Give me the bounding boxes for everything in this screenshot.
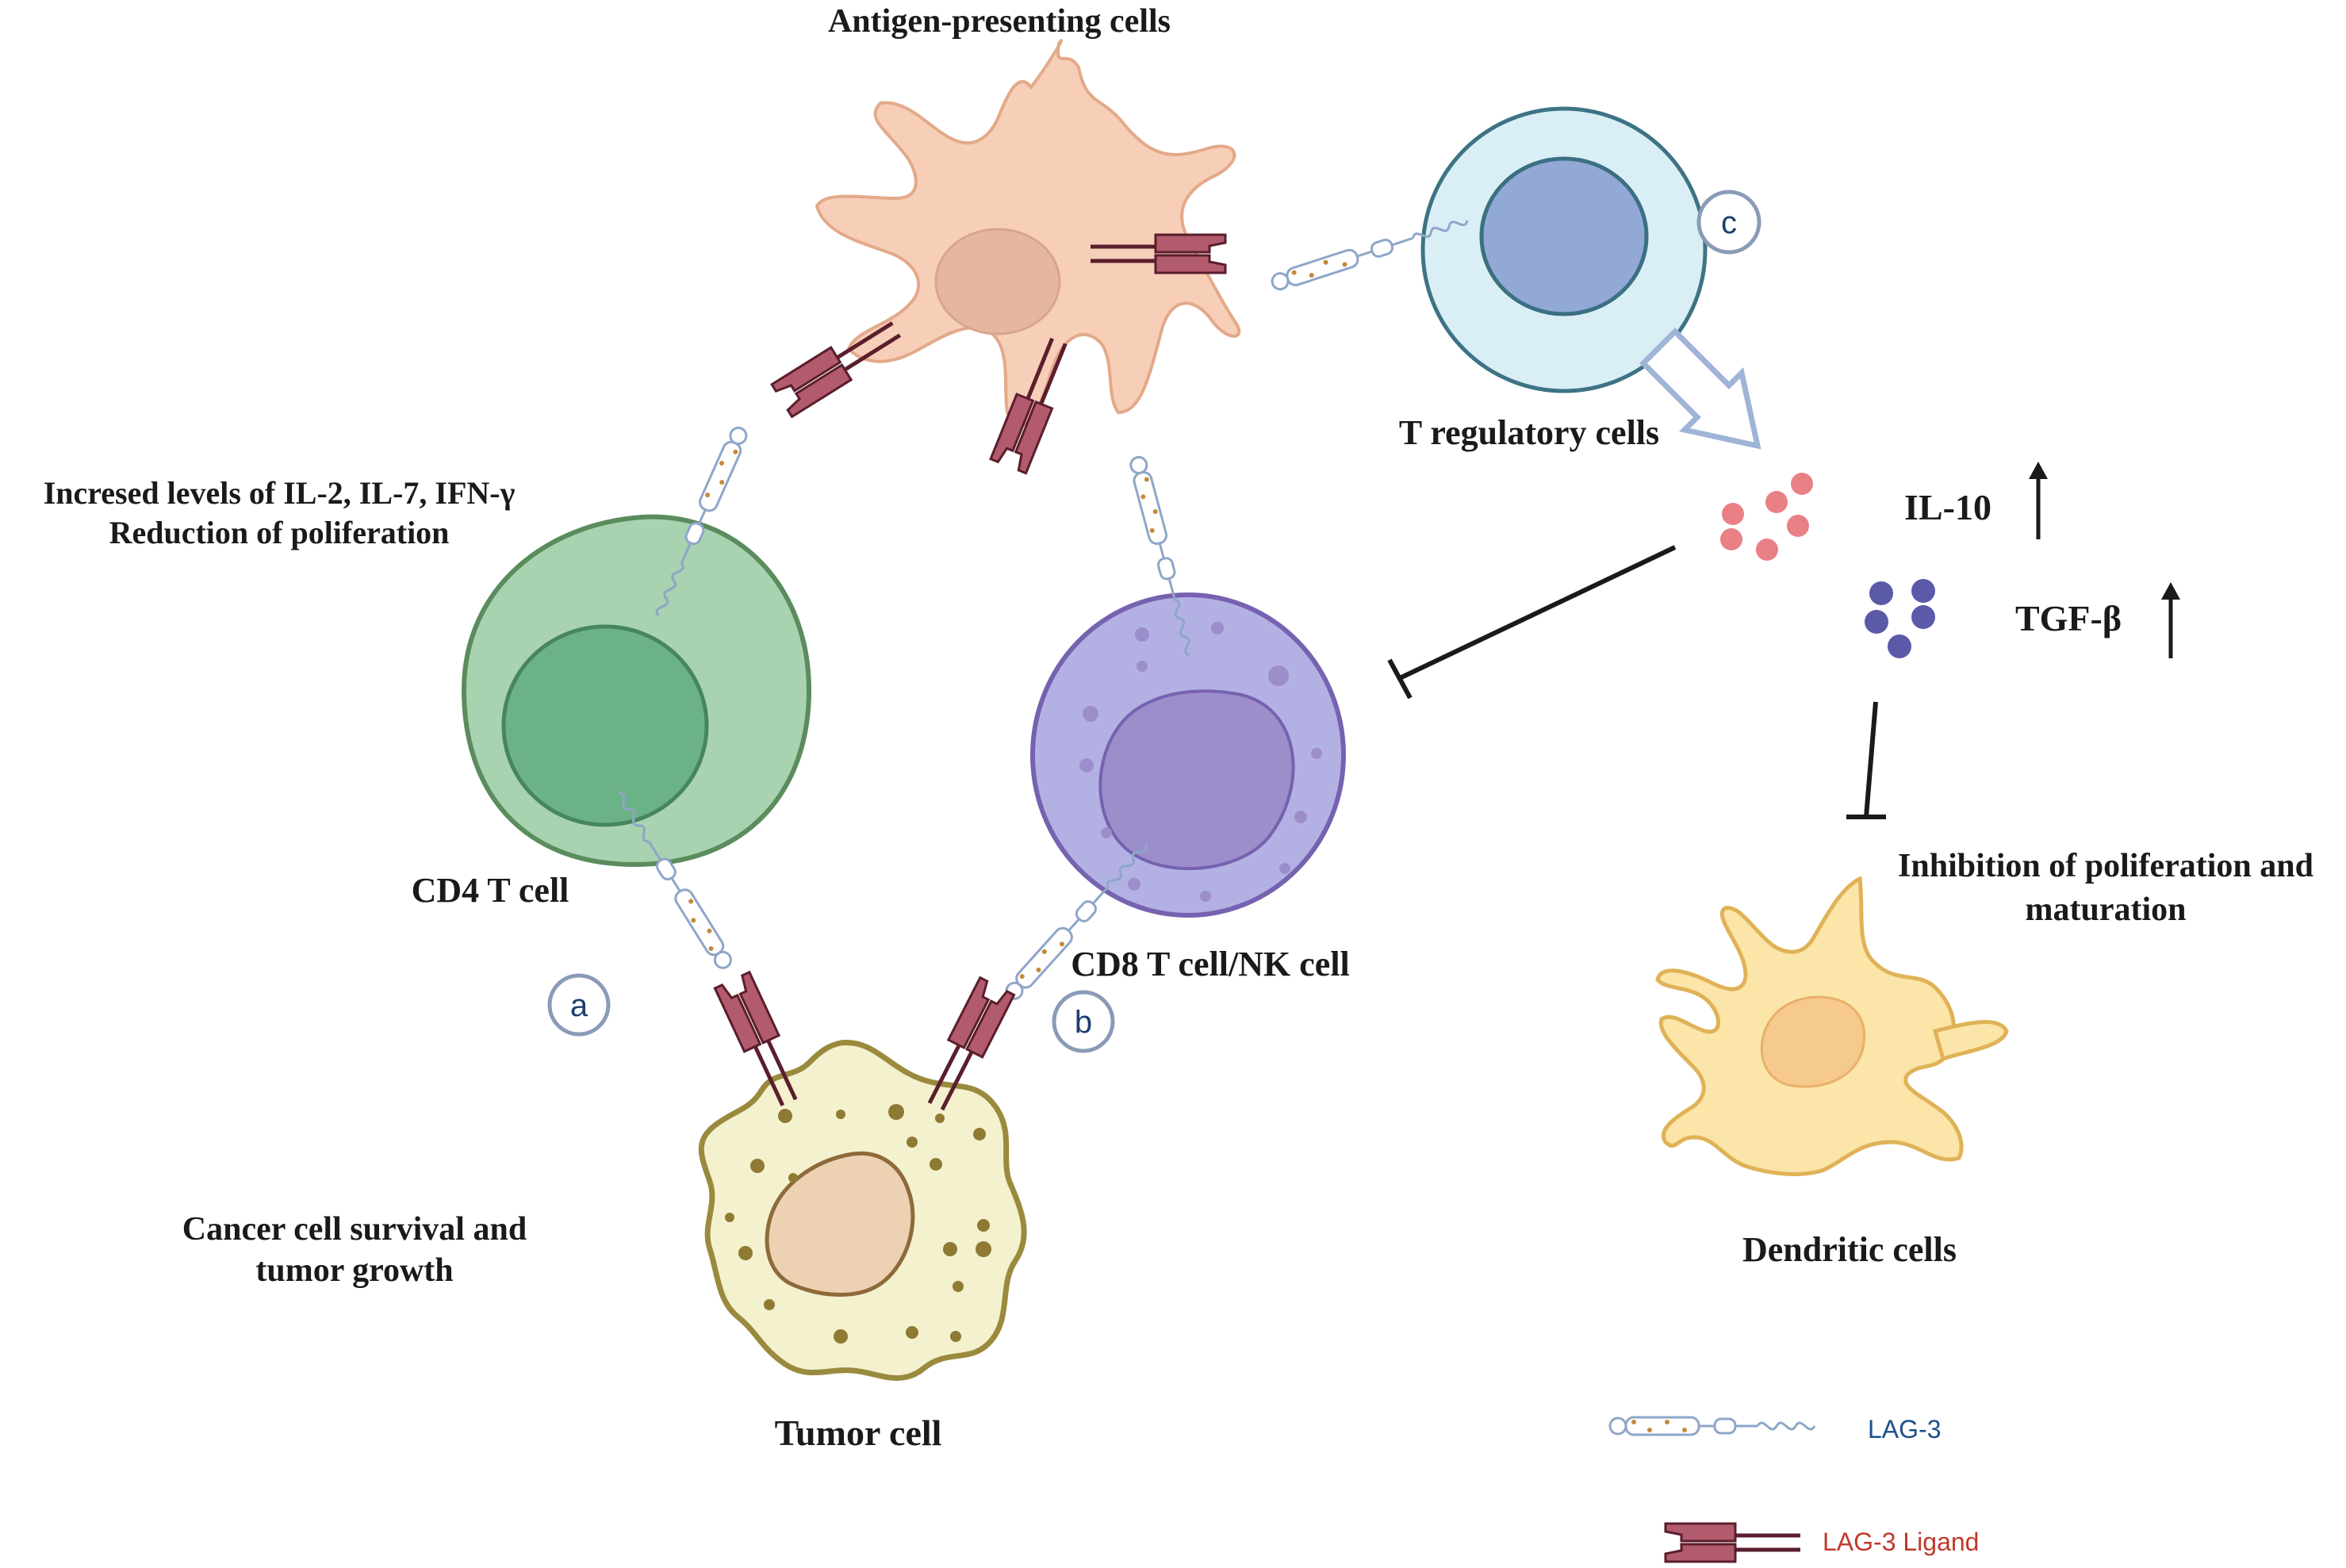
inhibition-to-cd8 bbox=[1387, 545, 1677, 700]
label-tgfb: TGF-β bbox=[2015, 598, 2122, 638]
cd8-granules bbox=[1079, 622, 1322, 902]
label-il10: IL-10 bbox=[1904, 487, 1991, 527]
antigen-presenting-cell bbox=[815, 39, 1241, 427]
cd4-nucleus bbox=[501, 624, 709, 827]
marker-a: a bbox=[547, 973, 611, 1037]
il10-up-arrow bbox=[2029, 462, 2048, 539]
apc-ligand-left bbox=[772, 313, 907, 417]
il10-dots bbox=[1720, 473, 1813, 561]
svg-text:b: b bbox=[1075, 1005, 1092, 1040]
svg-text:c: c bbox=[1721, 205, 1737, 240]
legend: LAG-3 LAG-3 Ligand bbox=[1608, 1415, 1979, 1562]
inhibition-to-dc bbox=[1846, 701, 1886, 819]
apc-nucleus bbox=[934, 228, 1061, 335]
apc-body bbox=[815, 39, 1241, 427]
label-treg: T regulatory cells bbox=[1399, 413, 1659, 452]
label-tumor: Tumor cell bbox=[775, 1413, 942, 1453]
legend-ligand-label: LAG-3 Ligand bbox=[1823, 1528, 1979, 1556]
label-cd4: CD4 T cell bbox=[412, 871, 569, 910]
legend-lag3-label: LAG-3 bbox=[1868, 1415, 1941, 1443]
label-dc-effects-line2: maturation bbox=[2026, 891, 2187, 928]
label-tumor-effects-line2: tumor growth bbox=[255, 1252, 453, 1289]
dendritic-extension bbox=[1932, 1020, 2009, 1062]
dendritic-nucleus bbox=[1760, 995, 1866, 1088]
label-cd4-effects-line2: Reduction of poliferation bbox=[109, 515, 450, 550]
label-dendritic: Dendritic cells bbox=[1742, 1230, 1957, 1269]
legend-ligand-icon bbox=[1666, 1524, 1800, 1562]
tgfb-dots bbox=[1865, 579, 1935, 658]
label-cd8: CD8 T cell/NK cell bbox=[1071, 945, 1350, 983]
label-tumor-effects-line1: Cancer cell survival and bbox=[182, 1211, 527, 1248]
marker-b: b bbox=[1052, 990, 1115, 1053]
tumor-granules bbox=[725, 1104, 991, 1344]
tumor-nucleus bbox=[765, 1151, 915, 1297]
tgfb-up-arrow bbox=[2161, 582, 2180, 658]
cd8-nucleus bbox=[1098, 689, 1295, 870]
legend-lag3-icon bbox=[1608, 1416, 1816, 1436]
marker-c: c bbox=[1696, 190, 1761, 255]
treg-nucleus bbox=[1479, 156, 1649, 316]
label-cd4-effects-line1: Incresed levels of IL-2, IL-7, IFN-γ bbox=[44, 475, 516, 511]
label-apc: Antigen-presenting cells bbox=[828, 3, 1171, 40]
label-dc-effects-line1: Inhibition of poliferation and bbox=[1898, 848, 2313, 884]
svg-text:a: a bbox=[570, 988, 588, 1023]
treg-secretion-arrow bbox=[1639, 328, 1761, 450]
